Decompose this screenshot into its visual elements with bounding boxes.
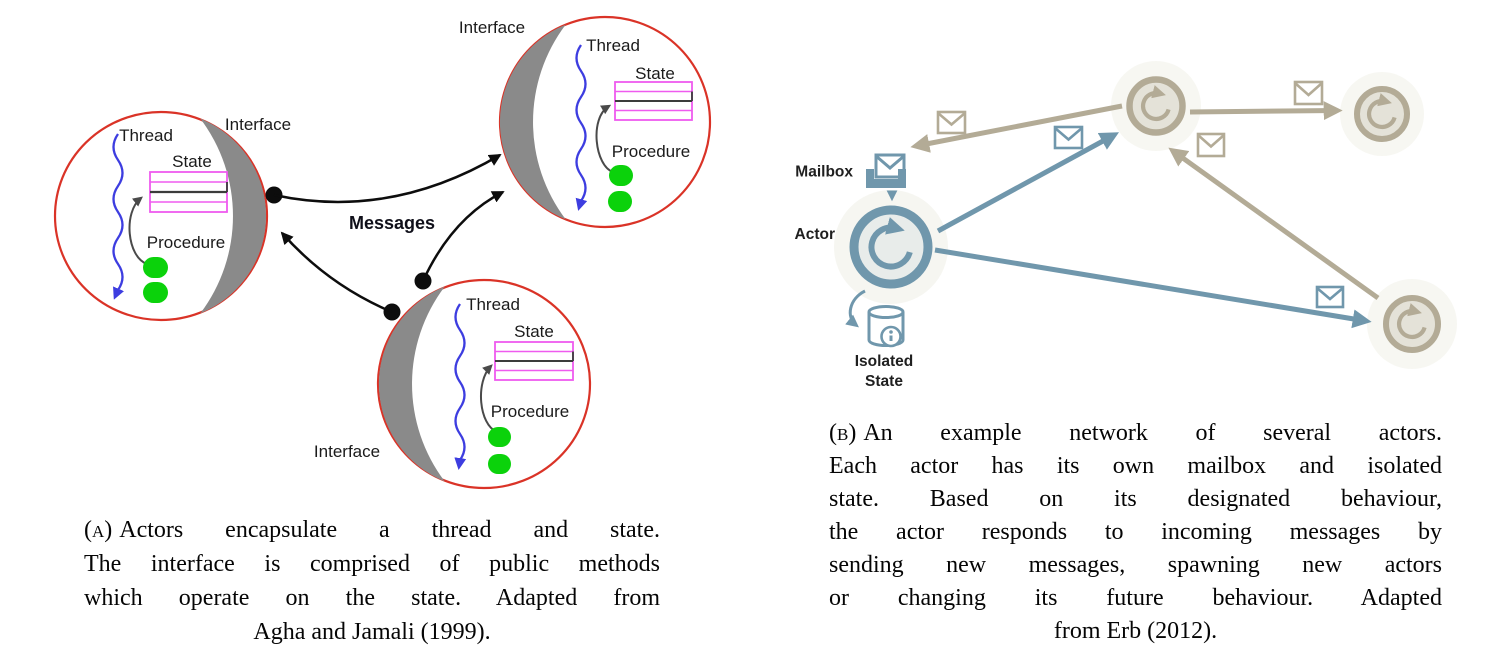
actor-to-state-arrow bbox=[845, 289, 866, 328]
procedure-oval bbox=[608, 191, 632, 212]
procedure-oval bbox=[609, 165, 633, 186]
state-label: State bbox=[514, 322, 554, 341]
message-arrows: Messages bbox=[265, 153, 505, 321]
caption-b-line: sending new messages, spawning new actor… bbox=[829, 552, 1442, 578]
thread-wavy-arrow bbox=[454, 303, 467, 470]
message-envelope-icon bbox=[1293, 80, 1324, 106]
actor-bottom: Thread State Procedure Interface bbox=[314, 278, 592, 490]
caption-b-line: or changing its future behaviour. Adapte… bbox=[829, 585, 1442, 611]
message-arrow-blue bbox=[936, 132, 1120, 234]
peer-actor-node bbox=[1354, 86, 1410, 142]
isolated-state-label-line1: Isolated bbox=[855, 353, 914, 370]
caption-b-line: from Erb (2012). bbox=[1053, 618, 1218, 644]
caption-b-line: the actor responds to incoming messages … bbox=[829, 519, 1442, 545]
peer-actor-node bbox=[1383, 295, 1441, 353]
caption-b-line: Each actor has its own mailbox and isola… bbox=[829, 453, 1442, 479]
procedure-label: Procedure bbox=[147, 233, 225, 252]
procedure-oval bbox=[488, 427, 511, 447]
actor-refresh-icon bbox=[868, 217, 913, 270]
interface-label: Interface bbox=[459, 18, 525, 37]
interface-label: Interface bbox=[314, 442, 380, 461]
actor-ring bbox=[1126, 76, 1186, 136]
message-arrow-blue bbox=[934, 247, 1372, 329]
actor-refresh-icon bbox=[1396, 303, 1427, 340]
actor-boundary-circle bbox=[376, 278, 592, 490]
message-envelope-icon bbox=[936, 110, 967, 135]
caption-a-text: Actors encapsulate a thread and state. bbox=[119, 517, 660, 543]
caption-a: (a)Actors encapsulate a thread and state… bbox=[84, 513, 660, 649]
message-arrow bbox=[273, 153, 502, 204]
procedure-oval bbox=[143, 282, 168, 303]
caption-b-line: state. Based on its designated behaviour… bbox=[829, 486, 1442, 512]
procedure-label: Procedure bbox=[491, 402, 569, 421]
caption-a-label: (a) bbox=[84, 517, 113, 543]
message-arrow-tan bbox=[1189, 101, 1343, 121]
interface-crescent bbox=[200, 118, 267, 314]
actor-refresh-icon bbox=[1366, 93, 1397, 130]
thread-label: Thread bbox=[586, 36, 640, 55]
interface-label: Interface bbox=[225, 115, 291, 134]
thread-label: Thread bbox=[466, 295, 520, 314]
actor-ring bbox=[1383, 295, 1441, 353]
isolated-state-icon bbox=[845, 289, 905, 348]
actor-model-diagram: Thread State Procedure Interface Thread … bbox=[53, 15, 712, 490]
message-envelope-icon bbox=[1196, 132, 1226, 158]
caption-a-line: (a)Actors encapsulate a thread and state… bbox=[84, 513, 660, 547]
actor-boundary-circle bbox=[498, 15, 712, 229]
procedure-label: Procedure bbox=[612, 142, 690, 161]
actor-top-right: Thread State Procedure Interface bbox=[459, 15, 712, 229]
interface-crescent bbox=[499, 24, 566, 220]
message-envelope-icon bbox=[1315, 285, 1345, 309]
thread-wavy-arrow bbox=[575, 44, 588, 211]
mailbox-label: Mailbox bbox=[795, 164, 853, 181]
state-label: State bbox=[172, 152, 212, 171]
actor-refresh-icon bbox=[1140, 85, 1171, 122]
message-arrow bbox=[280, 231, 393, 314]
interface-crescent bbox=[378, 286, 445, 482]
info-icon-dot bbox=[889, 330, 893, 334]
caption-b-line: (b)An example network of several actors. bbox=[829, 417, 1442, 450]
thread-wavy-arrow bbox=[112, 133, 125, 300]
message-arrow-tan bbox=[910, 103, 1123, 153]
caption-a-line: The interface is comprised of public met… bbox=[84, 551, 660, 577]
caption-b: (b)An example network of several actors.… bbox=[829, 417, 1442, 648]
procedure-arrow bbox=[128, 196, 148, 265]
actor-boundary-circle bbox=[53, 110, 269, 322]
actor-network-diagram: Mailbox Actor Isolated State bbox=[795, 61, 1457, 390]
isolated-state-label-line2: State bbox=[865, 373, 903, 390]
database-top bbox=[867, 305, 905, 319]
procedure-arrow bbox=[595, 104, 614, 173]
thread-label: Thread bbox=[119, 126, 173, 145]
caption-a-line: which operate on the state. Adapted from bbox=[84, 585, 660, 611]
message-arrow bbox=[421, 190, 505, 282]
peer-actor-node bbox=[1126, 76, 1186, 136]
actor-ring bbox=[849, 205, 933, 289]
actor-left: Thread State Procedure Interface bbox=[53, 110, 291, 322]
actor-label: Actor bbox=[795, 226, 835, 243]
procedure-arrow bbox=[480, 364, 498, 433]
state-label: State bbox=[635, 64, 675, 83]
procedure-oval bbox=[488, 454, 511, 474]
caption-a-line: Agha and Jamali (1999). bbox=[253, 619, 491, 645]
message-arrow-tan bbox=[1168, 147, 1380, 301]
actor-ring bbox=[1354, 86, 1410, 142]
procedure-oval bbox=[143, 257, 168, 278]
caption-b-text: An example network of several actors. bbox=[863, 420, 1442, 446]
mailbox-icon bbox=[866, 153, 906, 202]
primary-actor-node bbox=[849, 205, 933, 289]
mailbox-tray bbox=[866, 169, 906, 188]
caption-b-label: (b) bbox=[829, 420, 857, 446]
messages-label: Messages bbox=[349, 213, 435, 233]
message-envelope-icon bbox=[1053, 125, 1084, 150]
